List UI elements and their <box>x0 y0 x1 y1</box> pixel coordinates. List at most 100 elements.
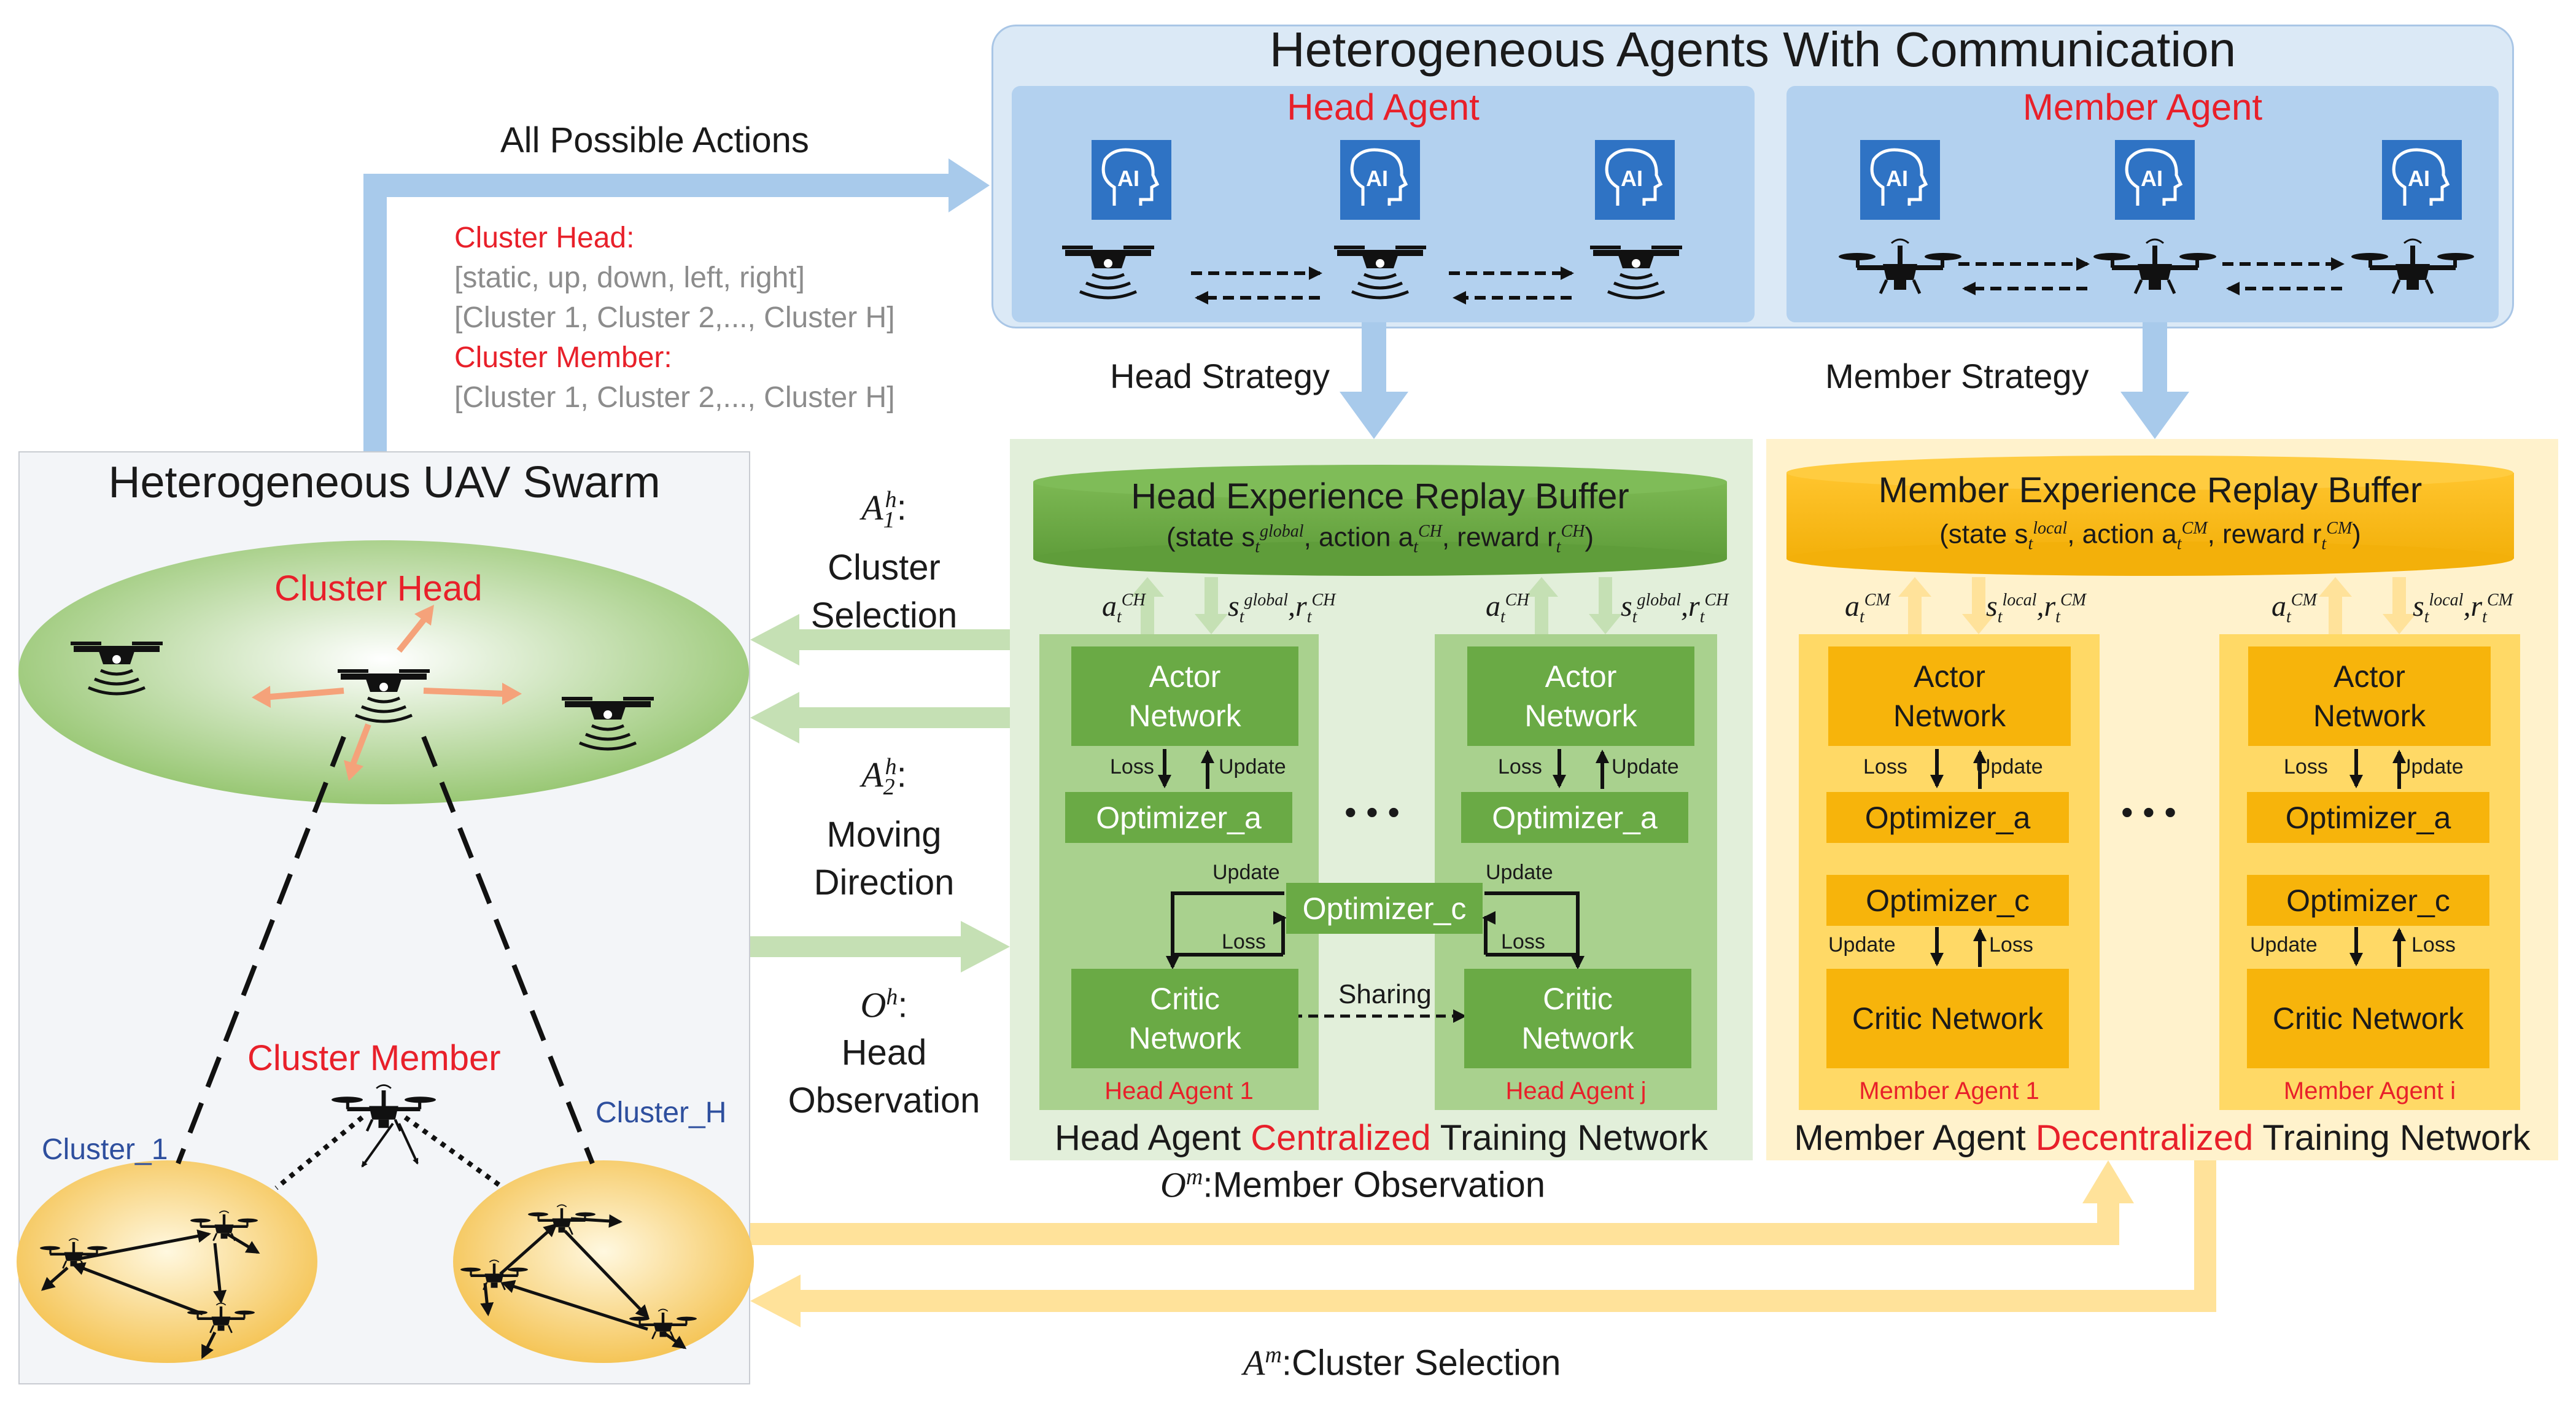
member-optimizer-a-1: Optimizer_a <box>1826 792 2069 843</box>
update-label: Update <box>2250 933 2318 957</box>
ai-label: AI <box>1117 166 1139 191</box>
member-buffer-arrows <box>1898 577 2416 634</box>
member-agent-1-label: Member Agent 1 <box>1859 1077 2039 1104</box>
member-buffer-title: Member Experience Replay Buffer <box>1878 470 2423 510</box>
member-agent-i-label: Member Agent i <box>2283 1077 2456 1104</box>
member-optimizer-c-i: Optimizer_c <box>2247 875 2489 926</box>
head-optimizer-a-j: Optimizer_a <box>1461 792 1688 843</box>
head-st-label-1: stglobal,rtCH <box>1228 590 1336 627</box>
action-cluster-head-line2: [Cluster 1, Cluster 2,..., Cluster H] <box>454 301 895 334</box>
ai-label: AI <box>1366 166 1388 191</box>
update-label: Update <box>2396 755 2464 778</box>
ai-label: AI <box>1621 166 1643 191</box>
head-at-label-j: atCH <box>1486 590 1529 627</box>
member-optimizer-c-1: Optimizer_c <box>1826 875 2069 926</box>
member-cluster-selection-label: Am:Cluster Selection <box>1243 1342 1561 1383</box>
action-cluster-member-line1: [Cluster 1, Cluster 2,..., Cluster H] <box>454 381 895 414</box>
all-actions-arrow <box>363 158 990 451</box>
loss-label: Loss <box>1110 755 1154 778</box>
member-st-label-i: stlocal,rtCM <box>2413 590 2513 627</box>
cluster-head-label: Cluster Head <box>274 569 483 608</box>
ai-label: AI <box>2141 166 2163 191</box>
member-critic-network-i: Critic Network <box>2247 969 2489 1068</box>
member-buffer-subtitle: (state stlocal, action atCM, reward rtCM… <box>1939 519 2361 554</box>
member-strategy-arrow <box>2120 322 2189 439</box>
member-drone-icon <box>39 1238 109 1270</box>
member-optimizer-a-i: Optimizer_a <box>2247 792 2489 843</box>
head-optimizer-a-1: Optimizer_a <box>1065 792 1292 843</box>
head-strategy-arrow <box>1340 322 1408 439</box>
green-arrows <box>750 614 1010 972</box>
loss-label: Loss <box>1863 755 1907 778</box>
head-drone-icon <box>71 643 163 694</box>
oh-label: Oh: Head Observation <box>788 984 980 1121</box>
update-label: Update <box>1219 755 1286 778</box>
sharing-label: Sharing <box>1338 979 1432 1009</box>
cluster-member-label: Cluster Member <box>247 1038 501 1078</box>
cluster-head-ellipse <box>18 540 749 804</box>
head-network-footer: Head Agent Centralized Training Network <box>1055 1118 1708 1158</box>
member-drone-icon <box>186 1302 256 1334</box>
loss-update-arrows <box>1158 749 2406 969</box>
update-label: Update <box>1486 861 1553 884</box>
head-at-label-1: atCH <box>1102 590 1146 627</box>
member-drone-icon <box>332 1085 436 1131</box>
member-comm-arrows <box>1958 257 2345 295</box>
head-agent-1-label: Head Agent 1 <box>1104 1077 1254 1104</box>
moving-direction-arrows <box>252 605 522 781</box>
loss-label: Loss <box>1501 930 1545 953</box>
cluster-h-ellipse <box>453 1160 754 1363</box>
head-optimizer-c: Optimizer_c <box>1286 883 1483 934</box>
head-buffer-arrows <box>1131 577 1622 634</box>
loss-label: Loss <box>2284 755 2328 778</box>
member-drone-icon <box>2093 239 2216 293</box>
head-buffer-cylinder <box>1033 465 1727 576</box>
member-agent-label: Member Agent <box>2022 87 2263 128</box>
a2-label: A2h: Moving Direction <box>813 754 955 902</box>
swarm-title: Heterogeneous UAV Swarm <box>108 458 661 507</box>
loss-label: Loss <box>1222 930 1266 953</box>
head-drone-icon <box>1590 247 1682 298</box>
cluster-1-links <box>41 1229 260 1359</box>
member-drone-icon <box>527 1204 597 1236</box>
member-strategy-label: Member Strategy <box>1825 357 2089 395</box>
member-drone-icon <box>628 1308 698 1340</box>
member-drone-icon <box>2351 239 2474 293</box>
member-buffer-cylinder <box>1787 456 2514 576</box>
head-drone-icon <box>1334 247 1426 298</box>
head-ellipsis: • • • <box>1344 793 1400 831</box>
head-st-label-j: stglobal,rtCH <box>1621 590 1729 627</box>
cluster-h-label: Cluster_H <box>596 1097 727 1129</box>
ai-label: AI <box>1886 166 1908 191</box>
update-label: Update <box>1212 861 1280 884</box>
loss-label: Loss <box>1498 755 1542 778</box>
head-agent-label: Head Agent <box>1287 87 1480 128</box>
action-cluster-member-label: Cluster Member: <box>454 341 672 374</box>
member-ellipsis: • • • <box>2121 793 2176 831</box>
member-drone-icon <box>189 1210 259 1242</box>
member-at-label-1: atCM <box>1845 590 1890 627</box>
a1-label: A1h: Cluster Selection <box>810 487 958 635</box>
head-drone-icon <box>562 699 654 749</box>
head-strategy-label: Head Strategy <box>1110 357 1330 395</box>
member-observation-label: Om:Member Observation <box>1160 1164 1545 1205</box>
head-agent-j-label: Head Agent j <box>1505 1077 1647 1104</box>
member-st-label-1: stlocal,rtCM <box>1986 590 2086 627</box>
update-label: Update <box>1828 933 1896 957</box>
member-drone-icon <box>459 1259 529 1291</box>
loss-label: Loss <box>1989 933 2033 957</box>
head-comm-arrows <box>1191 266 1574 305</box>
all-possible-actions-label: All Possible Actions <box>500 120 809 160</box>
top-title: Heterogeneous Agents With Communication <box>1269 22 2237 77</box>
member-at-label-i: atCM <box>2271 590 2317 627</box>
member-critic-network-1: Critic Network <box>1826 969 2069 1068</box>
cluster-h-links <box>480 1214 687 1349</box>
head-drone-icon <box>1062 247 1154 298</box>
cluster-head-drone-icon <box>338 671 430 721</box>
